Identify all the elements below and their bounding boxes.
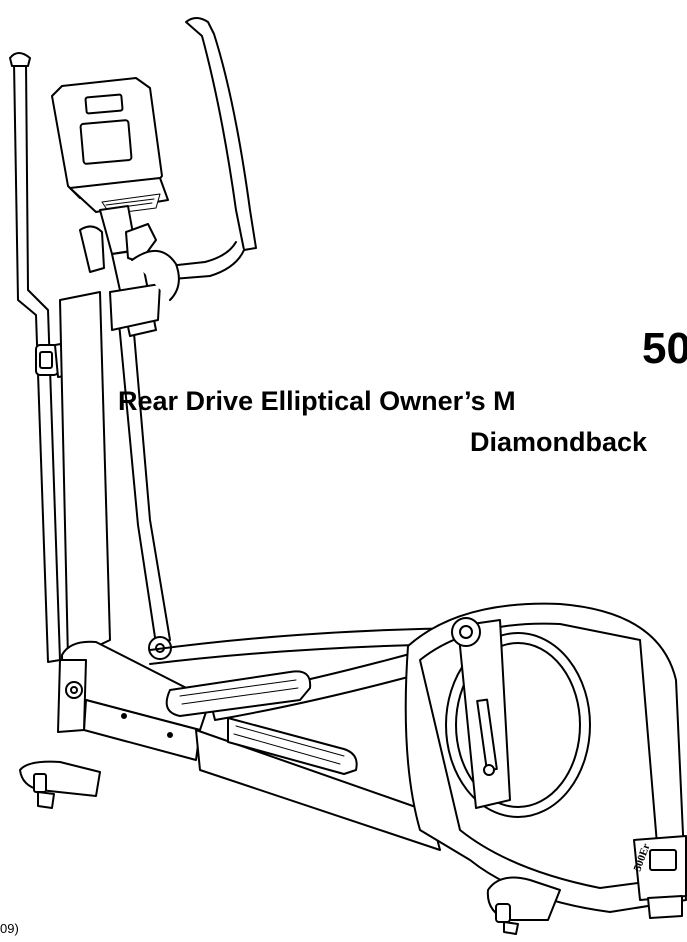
footer-revision-code: 09) (0, 921, 19, 936)
mast (59, 205, 180, 661)
right-pedal-arm (117, 309, 172, 660)
pedals (165, 670, 358, 775)
model-title: 50 (642, 324, 687, 373)
right-handlebar (149, 17, 257, 281)
console (51, 77, 169, 215)
brand-name: Diamondback (470, 427, 648, 457)
manual-subtitle: Rear Drive Elliptical Owner’s M (118, 386, 516, 416)
rear-housing: 500Er (404, 602, 687, 935)
front-frame (19, 640, 211, 809)
